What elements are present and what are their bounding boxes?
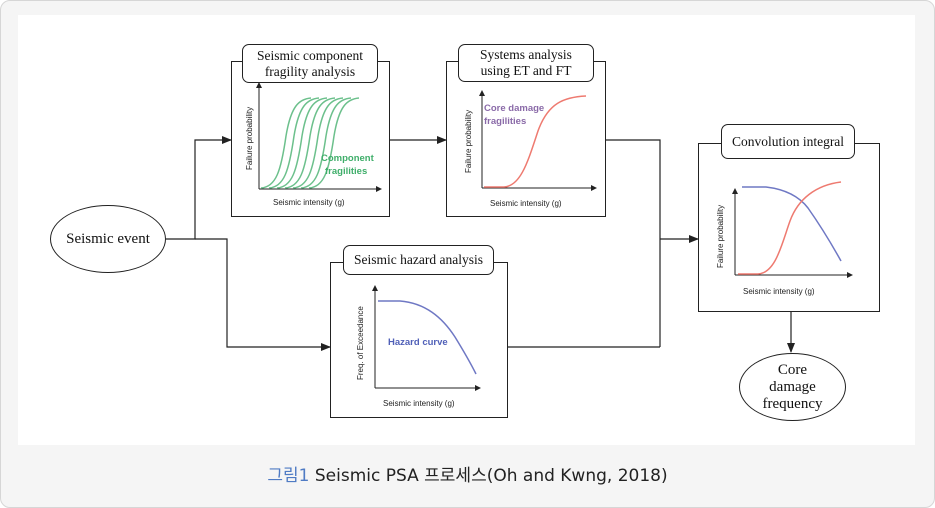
hazard-xlabel: Seismic intensity (g) [383,399,455,408]
figure-caption: 그림1 Seismic PSA 프로세스(Oh and Kwng, 2018) [0,461,935,486]
seismic-event-node: Seismic event [50,205,166,273]
hazard-title: Seismic hazard analysis [343,245,494,275]
cdf-line-1: Core [777,361,808,378]
arrow-event-to-hazard [195,238,331,351]
caption-text: Seismic PSA 프로세스(Oh and Kwng, 2018) [314,466,668,486]
fragility-plot: Failure probability Seismic intensity (g… [245,82,382,207]
systems-title: Systems analysis using ET and FT [458,44,594,82]
systems-xlabel: Seismic intensity (g) [490,199,562,208]
systems-plot: Failure probability Seismic intensity (g… [464,90,597,208]
systems-title-line-1: Systems analysis [480,47,572,62]
hazard-curve [378,300,477,375]
fragility-curve-label-2: fragilities [325,166,367,177]
fragility-title-line-2: fragility analysis [264,63,356,79]
core-damage-curve [484,95,587,188]
seismic-event-label: Seismic event [66,230,150,247]
figure-label: 그림1 [267,466,310,486]
hazard-plot: Freq. of Exceedance Seismic intensity (g… [356,285,481,408]
line-systems-to-junction [606,139,661,347]
convolution-xlabel: Seismic intensity (g) [743,287,815,296]
hazard-ylabel: Freq. of Exceedance [356,306,365,380]
convolution-title-text: Convolution integral [731,133,845,149]
systems-curve-label-2: fragilities [484,116,526,127]
component-fragility-curves [260,97,360,189]
arrow-event-to-fragility [166,136,232,240]
fragility-ylabel: Failure probability [245,107,254,170]
cdf-line-2: damage [769,378,816,395]
systems-ylabel: Failure probability [464,110,473,173]
convolution-title: Convolution integral [721,124,855,159]
systems-analysis-box: Failure probability Seismic intensity (g… [446,61,606,217]
hazard-title-text: Seismic hazard analysis [354,252,483,267]
convolution-hazard-curve [742,186,842,262]
fragility-title-line-1: Seismic component [256,47,364,63]
convolution-integral-box: Failure probability Seismic intensity (g… [698,143,880,312]
convolution-ylabel: Failure probability [716,205,725,268]
fragility-xlabel: Seismic intensity (g) [273,198,345,207]
convolution-plot: Failure probability Seismic intensity (g… [716,181,853,296]
cdf-line-3: frequency [762,395,823,412]
systems-title-line-2: using ET and FT [480,63,572,78]
core-damage-frequency-node: Core damage frequency [739,353,846,421]
systems-curve-label-1: Core damage [484,103,544,114]
fragility-analysis-box: Failure probability Seismic intensity (g… [231,61,390,217]
fragility-title: Seismic component fragility analysis [242,44,378,83]
hazard-curve-label: Hazard curve [388,337,448,348]
convolution-fragility-curve [738,181,842,275]
hazard-analysis-box: Freq. of Exceedance Seismic intensity (g… [330,262,508,418]
fragility-curve-label-1: Component [321,153,375,164]
